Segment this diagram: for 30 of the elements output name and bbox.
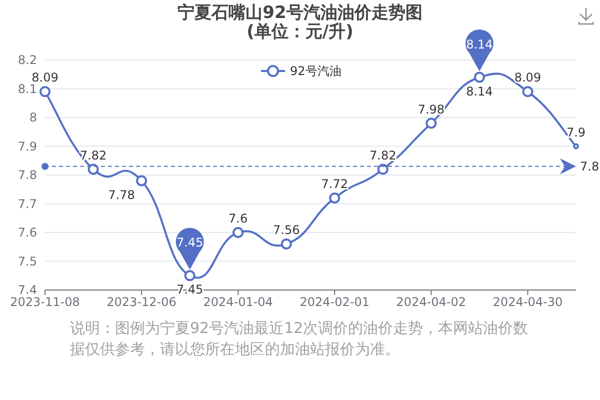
data-label: 7.98 <box>418 102 445 116</box>
data-label: 7.9 <box>566 125 586 140</box>
axis-label: 7.8 <box>18 168 37 182</box>
pin-label: 8.14 <box>466 37 493 52</box>
axis-label: 7.9 <box>18 139 37 154</box>
note-text: 说明：图例为宁夏92号汽油最近12次调价的油价走势，本网站油价数据仅供参考，请以您所在地区的加油站报价为准。 <box>70 318 530 360</box>
axis-label: 2024-01-04 <box>203 295 273 309</box>
data-label: 7.82 <box>370 148 396 162</box>
axis-label: 8 <box>29 110 37 124</box>
axis-label: 2024-04-02 <box>396 295 466 309</box>
data-label: 7.56 <box>273 223 300 237</box>
data-label: 8.14 <box>466 84 493 98</box>
pin-label: 7.45 <box>176 236 204 250</box>
axis-label: 2023-12-06 <box>106 295 176 309</box>
axis-label: 7.7 <box>18 196 37 211</box>
axis-label: 8.2 <box>18 53 37 67</box>
axis-label: 2024-04-30 <box>492 295 563 309</box>
axis-label: 7.5 <box>18 254 37 268</box>
data-label: 7.72 <box>321 177 348 191</box>
chart-title: 宁夏石嘴山92号汽油油价走势图 (单位：元/升) <box>176 4 424 42</box>
axis-label: 2024-02-01 <box>300 295 370 309</box>
axis-label: 7.6 <box>18 226 37 240</box>
data-label: 8.09 <box>514 70 542 85</box>
average-label: 7.8 <box>580 159 600 174</box>
data-label: 7.6 <box>228 212 248 226</box>
axis-label: 2023-11-08 <box>10 295 80 309</box>
legend-label: 92号汽油 <box>290 64 342 78</box>
data-label: 7.78 <box>108 188 135 202</box>
data-label: 7.82 <box>80 148 107 162</box>
axis-label: 7.4 <box>18 283 37 297</box>
